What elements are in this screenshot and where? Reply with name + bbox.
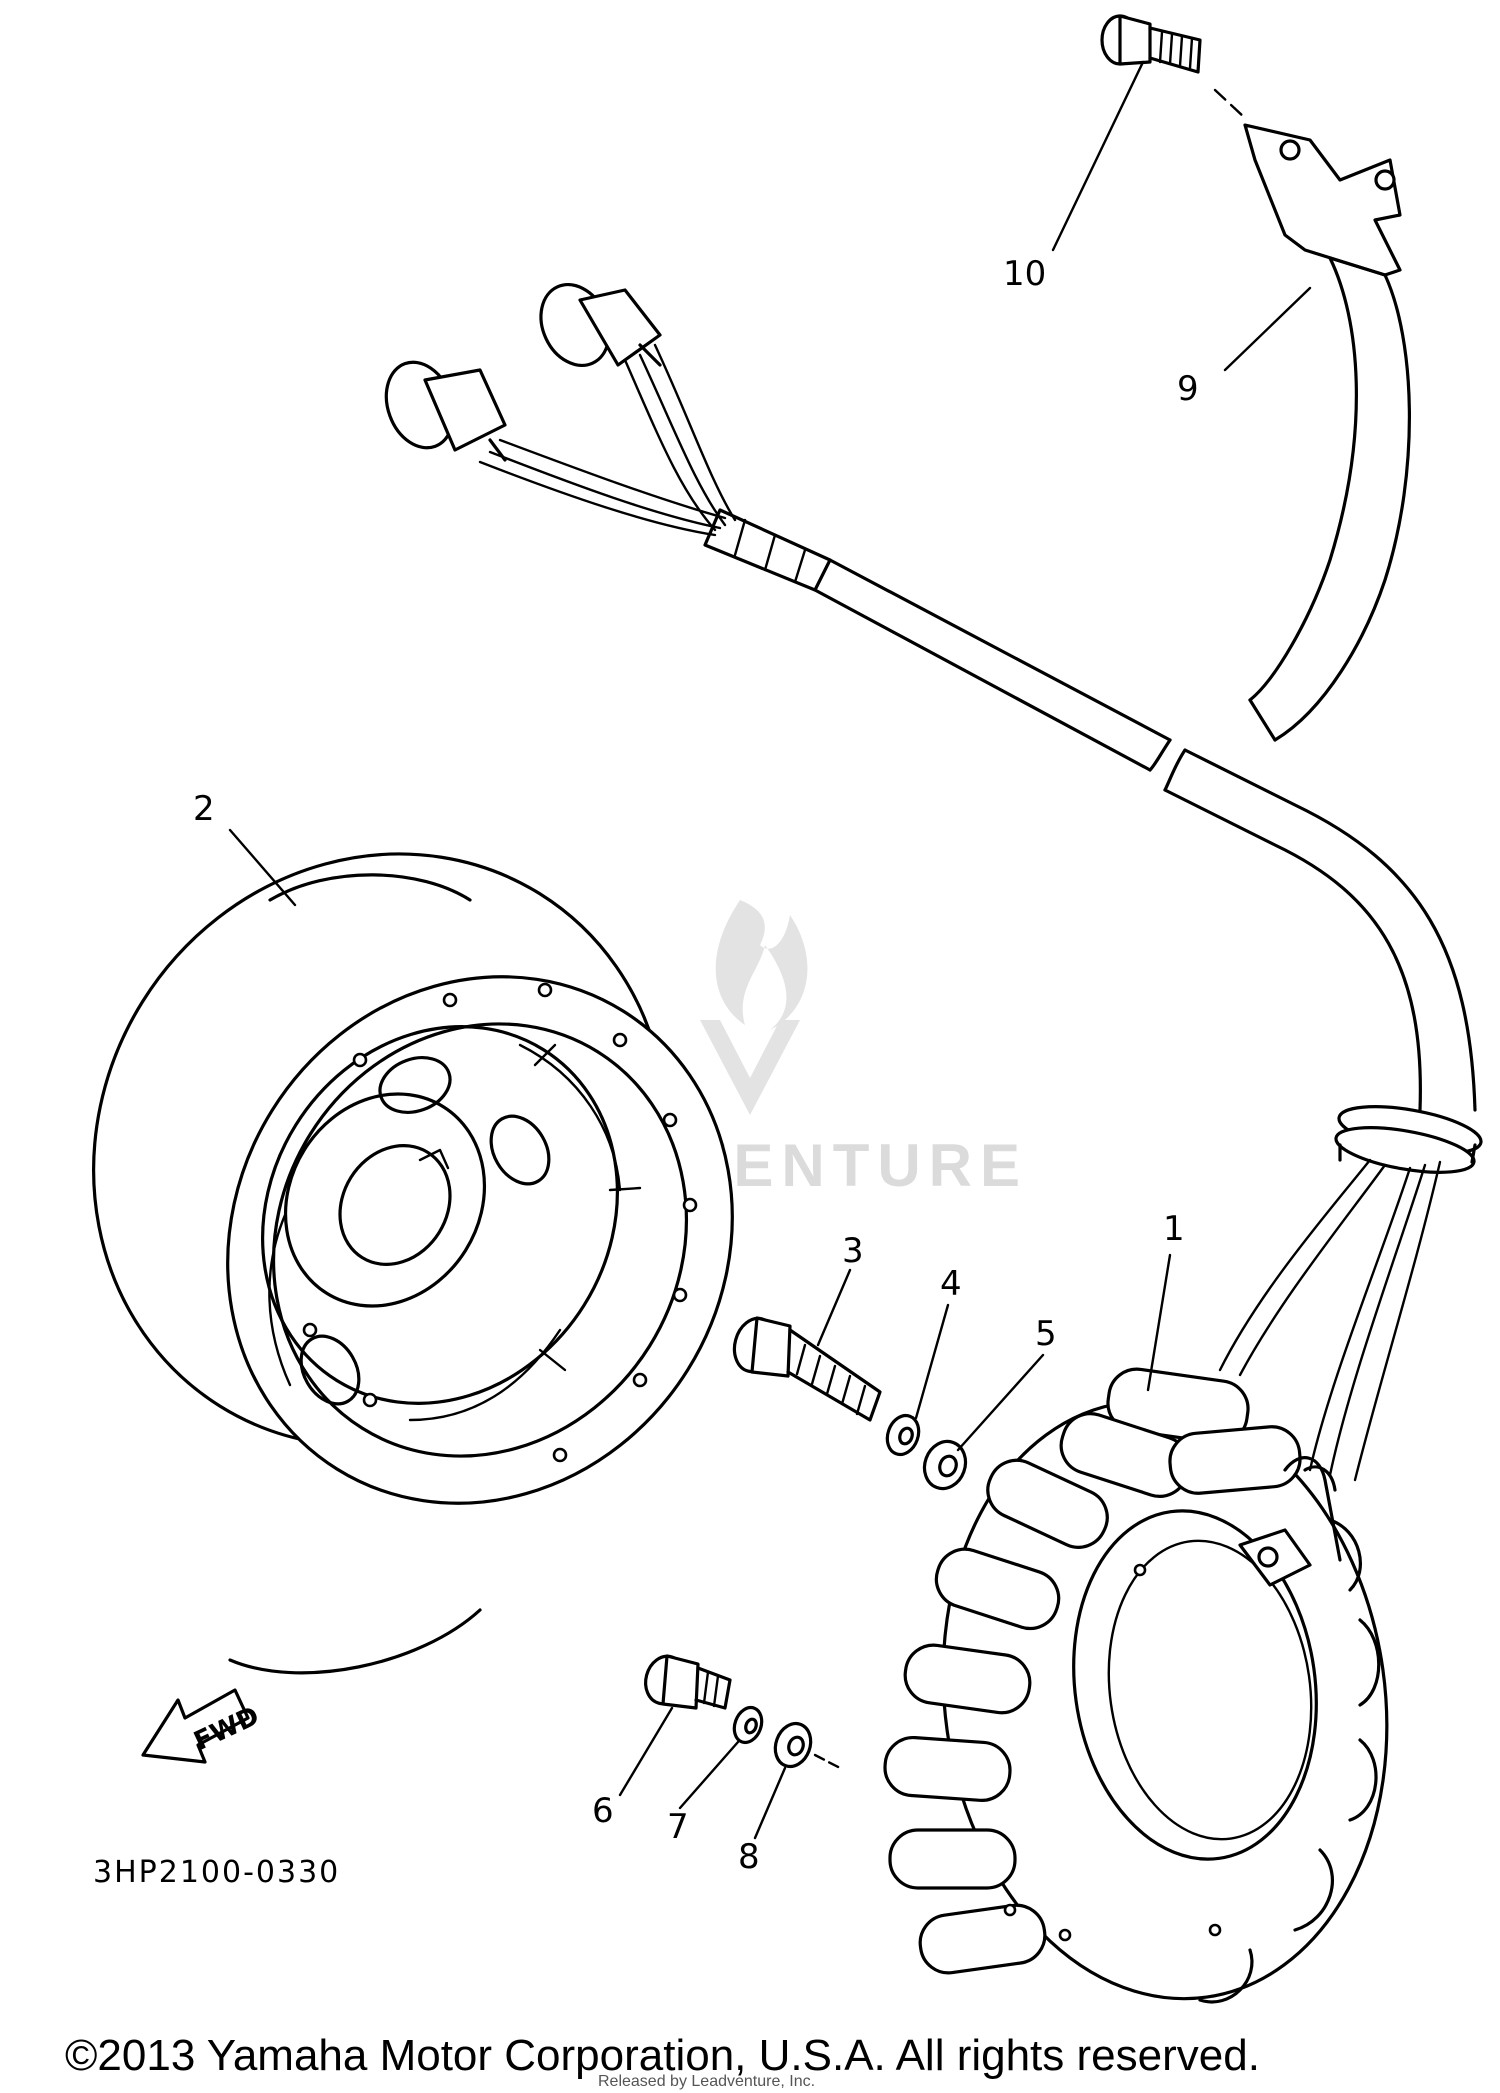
leader-line-5: [956, 1353, 1045, 1452]
watermark-v-icon: [700, 1020, 800, 1115]
callout-2: 2: [193, 789, 215, 829]
leader-lines: [228, 60, 1312, 1840]
callout-1: 1: [1163, 1209, 1185, 1249]
released-by-text: Released by Leadventure, Inc.: [598, 2073, 815, 2090]
leader-line-7: [678, 1740, 740, 1810]
fwd-arrow: FWD: [141, 1688, 264, 1764]
callout-5: 5: [1035, 1314, 1057, 1354]
part-3-bolt: [732, 1316, 882, 1422]
leader-line-1: [1146, 1253, 1172, 1392]
part-1-stator: [883, 1367, 1389, 2004]
wire-harness: [384, 283, 1483, 1482]
callout-labels: 1 2 3 4 5 6 7 8 9 10: [193, 254, 1199, 1877]
leader-line-10: [1051, 60, 1145, 252]
leader-line-9: [1223, 286, 1312, 372]
callout-8: 8: [738, 1837, 760, 1877]
part-7-washer: [732, 1705, 764, 1745]
leader-line-8: [753, 1766, 787, 1840]
part-8-washer: [773, 1721, 842, 1770]
part-2-rotor: [92, 852, 734, 1675]
part-10-screw: [1100, 14, 1247, 120]
callout-4: 4: [940, 1264, 962, 1304]
watermark-flame-icon: [715, 900, 808, 1030]
callout-10: 10: [1003, 254, 1046, 294]
leader-line-3: [816, 1268, 852, 1347]
callout-7: 7: [667, 1807, 689, 1847]
leader-line-2: [228, 828, 297, 907]
part-6-screw: [644, 1654, 732, 1710]
diagram-code: 3HP2100-0330: [93, 1855, 340, 1890]
fwd-arrow-icon: [141, 1688, 250, 1764]
callout-6: 6: [592, 1791, 614, 1831]
copyright-text: ©2013 Yamaha Motor Corporation, U.S.A. A…: [65, 2031, 1260, 2080]
part-5-washer: [922, 1439, 968, 1491]
leader-line-6: [618, 1706, 674, 1797]
leader-line-4: [914, 1303, 950, 1420]
part-9-clamp: [1243, 123, 1411, 742]
part-4-washer: [885, 1413, 921, 1457]
callout-9: 9: [1177, 369, 1199, 409]
callout-3: 3: [842, 1231, 864, 1271]
